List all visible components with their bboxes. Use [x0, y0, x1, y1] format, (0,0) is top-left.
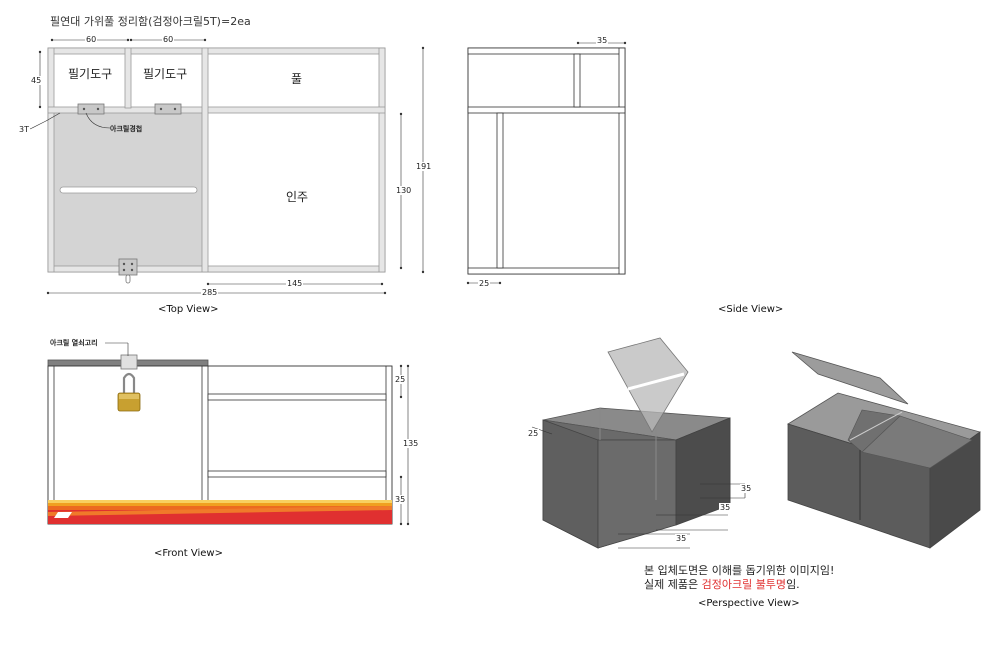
front-view-caption: <Front View> [154, 548, 223, 559]
note-line-2-highlight: 검정아크릴 불투명 [701, 578, 787, 591]
dim-persp-a: 35 [740, 484, 753, 493]
compartment-label-4: 인주 [286, 190, 309, 204]
dim-top-h2: 130 [395, 186, 413, 195]
hinge-label: 아크릴경첩 [110, 125, 143, 133]
perspective-view-caption: <Perspective View> [698, 598, 800, 609]
dim-top-h-total: 191 [415, 162, 433, 171]
note-line-2: 실제 제품은 검정아크릴 불투명임. [644, 578, 800, 592]
note-line-2-prefix: 실제 제품은 [644, 578, 702, 591]
note-line-2-suffix: 임. [786, 578, 800, 591]
dim-top-w-total: 285 [201, 288, 219, 297]
compartment-label-3: 풀 [291, 72, 303, 86]
latch-label: 아크릴 열쇠고리 [50, 339, 98, 347]
note-line-1: 본 입체도면은 이해를 돕기위한 이미지임! [644, 564, 835, 577]
dim-persp-left: 25 [527, 429, 540, 438]
top-view-caption: <Top View> [158, 304, 219, 315]
drawing-title: 필연대 가위풀 정리함(검정아크릴5T)=2ea [50, 15, 251, 28]
compartment-label-2: 필기도구 [143, 67, 188, 81]
dim-persp-b: 35 [719, 503, 732, 512]
compartment-label-1: 필기도구 [68, 67, 113, 81]
dim-top-thickness: 3T [18, 125, 30, 134]
dim-top-h1: 45 [30, 76, 43, 85]
dim-top-w3: 145 [286, 279, 304, 288]
dim-side-top: 35 [596, 36, 609, 45]
dim-persp-c: 35 [675, 534, 688, 543]
dim-top-w1: 60 [85, 35, 98, 44]
side-view-caption: <Side View> [718, 304, 784, 315]
dim-front-d1: 25 [394, 375, 407, 384]
dim-top-w2: 60 [162, 35, 175, 44]
dim-side-bottom: 25 [478, 279, 491, 288]
dim-front-d2: 135 [402, 439, 420, 448]
dim-front-d3: 35 [394, 495, 407, 504]
